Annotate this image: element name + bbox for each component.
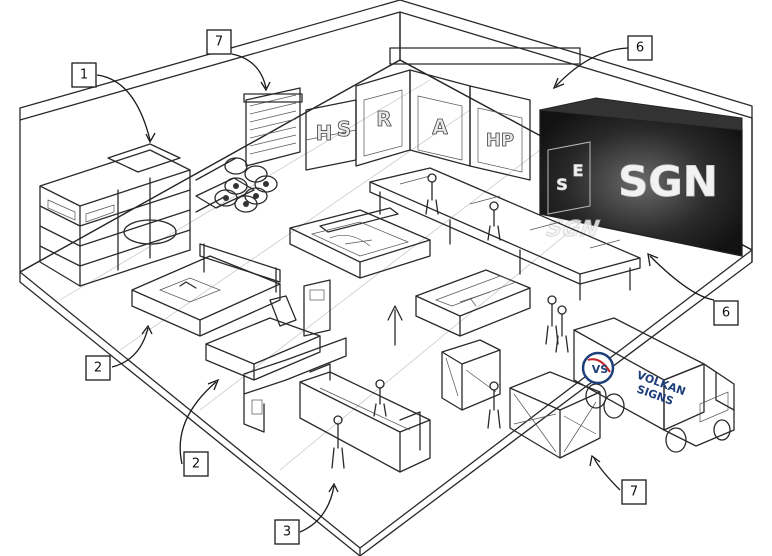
callout-7-top: 7 bbox=[206, 29, 232, 55]
callout-6-right: 6 bbox=[713, 300, 739, 326]
large-format-printer bbox=[415, 269, 531, 337]
delivery-truck: VS VOLKAN SIGNS bbox=[573, 317, 735, 453]
callout-2-left: 2 bbox=[85, 355, 111, 381]
svg-text:7: 7 bbox=[215, 35, 223, 50]
flatbed-cutter bbox=[289, 207, 431, 279]
svg-text:VS: VS bbox=[592, 363, 609, 376]
storage-rack bbox=[39, 143, 191, 287]
callout-1: 1 bbox=[71, 62, 97, 88]
roller-door bbox=[243, 87, 303, 167]
booth-letter-a: A bbox=[432, 115, 448, 139]
booth-letter-r: R bbox=[376, 107, 391, 131]
crates bbox=[441, 295, 601, 459]
material-rolls bbox=[195, 157, 278, 213]
callout-3: 3 bbox=[274, 519, 300, 545]
glow-letter-e: E bbox=[573, 161, 584, 180]
svg-text:7: 7 bbox=[630, 485, 638, 500]
callout-7-bottom: 7 bbox=[621, 479, 647, 505]
side-machine bbox=[243, 337, 347, 433]
stand-letter-h: H bbox=[316, 121, 333, 145]
svg-text:6: 6 bbox=[636, 41, 644, 56]
stand-letter-s: S bbox=[337, 117, 351, 141]
building-shell bbox=[19, 0, 753, 556]
showroom: SGN SGN S E bbox=[539, 97, 743, 257]
callout-2-lower: 2 bbox=[183, 451, 209, 477]
svg-text:3: 3 bbox=[283, 525, 291, 540]
callout-6-top: 6 bbox=[627, 35, 653, 61]
glow-letter-s: S bbox=[556, 175, 568, 194]
svg-text:2: 2 bbox=[192, 457, 200, 472]
letter-bender bbox=[299, 363, 431, 473]
assembly-tables bbox=[369, 167, 641, 301]
spray-booths: R A HP bbox=[355, 47, 581, 181]
showroom-main-sign: SGN bbox=[618, 157, 718, 206]
leader-lines bbox=[96, 47, 715, 533]
svg-text:6: 6 bbox=[722, 306, 730, 321]
cnc-router-second bbox=[205, 279, 331, 381]
cnc-router bbox=[131, 243, 281, 337]
letter-stand-hs: H S bbox=[305, 99, 357, 171]
booth-letter-hp: HP bbox=[486, 130, 514, 151]
svg-text:2: 2 bbox=[94, 361, 102, 376]
svg-text:1: 1 bbox=[80, 68, 88, 83]
